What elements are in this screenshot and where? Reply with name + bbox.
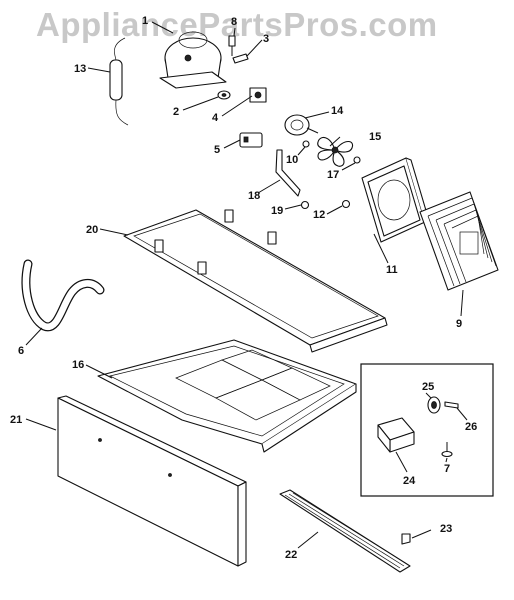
callout-24: 24	[403, 475, 416, 487]
part-12-screw	[341, 199, 351, 209]
callout-labels: 1 8 3 13 2 4 5 14 10 15 17 18 19 12 11 9…	[10, 15, 477, 561]
callout-12: 12	[313, 209, 325, 221]
site-watermark: AppliancePartsPros.com	[36, 6, 438, 43]
part-1-compressor	[159, 31, 227, 89]
part-10-nut	[302, 140, 310, 148]
callout-18: 18	[248, 190, 260, 202]
part-20-base-pan	[123, 209, 388, 353]
part-23-clip	[401, 533, 411, 545]
callout-1: 1	[142, 15, 148, 27]
callout-7: 7	[444, 463, 450, 475]
callout-14: 14	[331, 105, 344, 117]
callout-10: 10	[286, 154, 298, 166]
part-25-knob	[427, 396, 441, 414]
part-26-screw	[444, 401, 459, 409]
callout-19: 19	[271, 205, 283, 217]
part-4-relay	[249, 87, 267, 103]
callout-5: 5	[214, 144, 220, 156]
part-2-grommet	[217, 90, 231, 100]
callout-3: 3	[263, 33, 269, 45]
part-3-clip	[232, 53, 249, 64]
part-22-grille	[279, 489, 411, 573]
callout-21: 21	[10, 414, 22, 426]
callout-22: 22	[285, 549, 297, 561]
callout-23: 23	[440, 523, 452, 535]
callout-8: 8	[231, 16, 237, 28]
callout-4: 4	[212, 112, 219, 124]
callout-16: 16	[72, 359, 84, 371]
callout-9: 9	[456, 318, 462, 330]
part-21-front-panel	[57, 395, 247, 567]
part-17-retainer	[353, 156, 361, 164]
part-18-bracket	[275, 149, 301, 197]
part-11-fan-shroud	[361, 157, 431, 243]
callout-13: 13	[74, 63, 86, 75]
part-7-screw	[441, 442, 453, 458]
callout-2: 2	[173, 106, 179, 118]
part-13-drier	[109, 37, 129, 126]
callout-6: 6	[18, 345, 24, 357]
part-15-fan-blade	[317, 136, 354, 167]
callout-20: 20	[86, 224, 98, 236]
callout-26: 26	[465, 421, 477, 433]
leader-lines	[25, 21, 468, 549]
part-16-drain-pan	[97, 339, 357, 453]
part-9-condenser	[419, 191, 499, 291]
part-5-overload	[239, 132, 263, 148]
part-6-drain-hose	[21, 259, 105, 332]
callout-17: 17	[327, 169, 339, 181]
callout-25: 25	[422, 381, 434, 393]
part-19-screw	[300, 200, 310, 210]
part-24-defrost-motor	[377, 417, 415, 453]
callout-15: 15	[369, 131, 381, 143]
callout-11: 11	[386, 264, 398, 276]
parts-inset-box	[360, 363, 494, 497]
part-14-fan-motor	[284, 114, 319, 136]
part-8-bolt	[228, 35, 236, 56]
